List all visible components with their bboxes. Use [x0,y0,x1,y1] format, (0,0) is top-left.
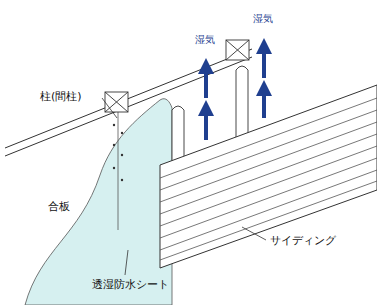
part-name: サイディング [270,234,336,247]
stud-line [118,112,119,230]
part-name: 透湿防水シート [92,278,169,291]
leader-line [102,98,266,275]
nails [113,124,123,181]
moisture-label: 湿気 [253,12,273,25]
waterproof-sheet [25,99,172,305]
siding-grooves [160,98,377,260]
part-name: 合板 [48,200,70,213]
moisture-label: 湿気 [195,33,215,46]
siding [160,85,377,268]
moisture-arrow [206,46,264,140]
part-name: 柱(間柱) [40,90,82,103]
post-end [105,40,249,112]
